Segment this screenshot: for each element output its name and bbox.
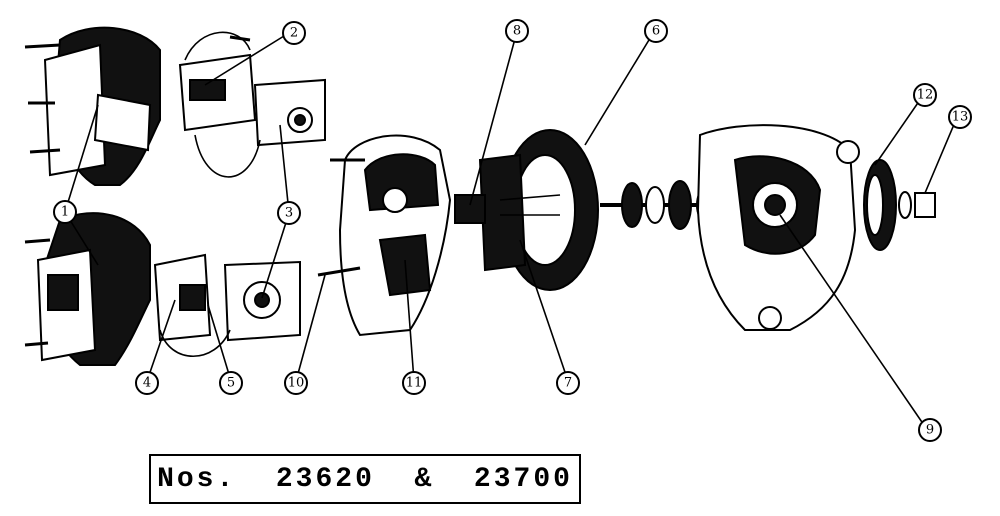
brush-box-lower [153, 253, 301, 357]
callout-2: 2 [282, 21, 306, 45]
stator-rotor [454, 129, 599, 291]
callout-1-upper: 1 [53, 200, 77, 224]
svg-text:11: 11 [406, 376, 423, 391]
svg-text:9: 9 [926, 423, 934, 438]
callout-9: 9 [918, 418, 942, 442]
svg-text:5: 5 [227, 376, 235, 391]
svg-text:10: 10 [288, 376, 305, 391]
brush-box-upper [178, 31, 326, 178]
callout-12: 12 [913, 83, 937, 107]
svg-text:12: 12 [917, 88, 934, 103]
drive-end-bracket [696, 124, 860, 331]
svg-text:2: 2 [290, 26, 298, 41]
callout-7: 7 [556, 371, 580, 395]
callout-8: 8 [505, 19, 529, 43]
callout-6: 6 [644, 19, 668, 43]
callout-11: 11 [402, 371, 426, 395]
part-number-title: Nos. 23620 & 23700 [157, 463, 573, 495]
callout-5: 5 [219, 371, 243, 395]
svg-text:8: 8 [513, 24, 521, 39]
slip-ring-end-bracket [317, 134, 452, 337]
callout-4: 4 [135, 371, 159, 395]
part-number-box: Nos. 23620 & 23700 [149, 454, 581, 504]
svg-text:7: 7 [564, 376, 572, 391]
svg-text:1: 1 [61, 205, 69, 220]
svg-text:3: 3 [285, 206, 293, 221]
shaft-bearings [600, 180, 714, 230]
end-cover-lower [24, 212, 151, 366]
callout-10: 10 [284, 371, 308, 395]
end-cover-upper [24, 26, 161, 186]
svg-text:6: 6 [652, 24, 660, 39]
svg-text:13: 13 [952, 110, 969, 125]
pulley-nut [863, 159, 936, 251]
callout-13: 13 [948, 105, 972, 129]
leader-lines [64, 34, 959, 429]
svg-text:4: 4 [143, 376, 151, 391]
callout-3: 3 [277, 201, 301, 225]
